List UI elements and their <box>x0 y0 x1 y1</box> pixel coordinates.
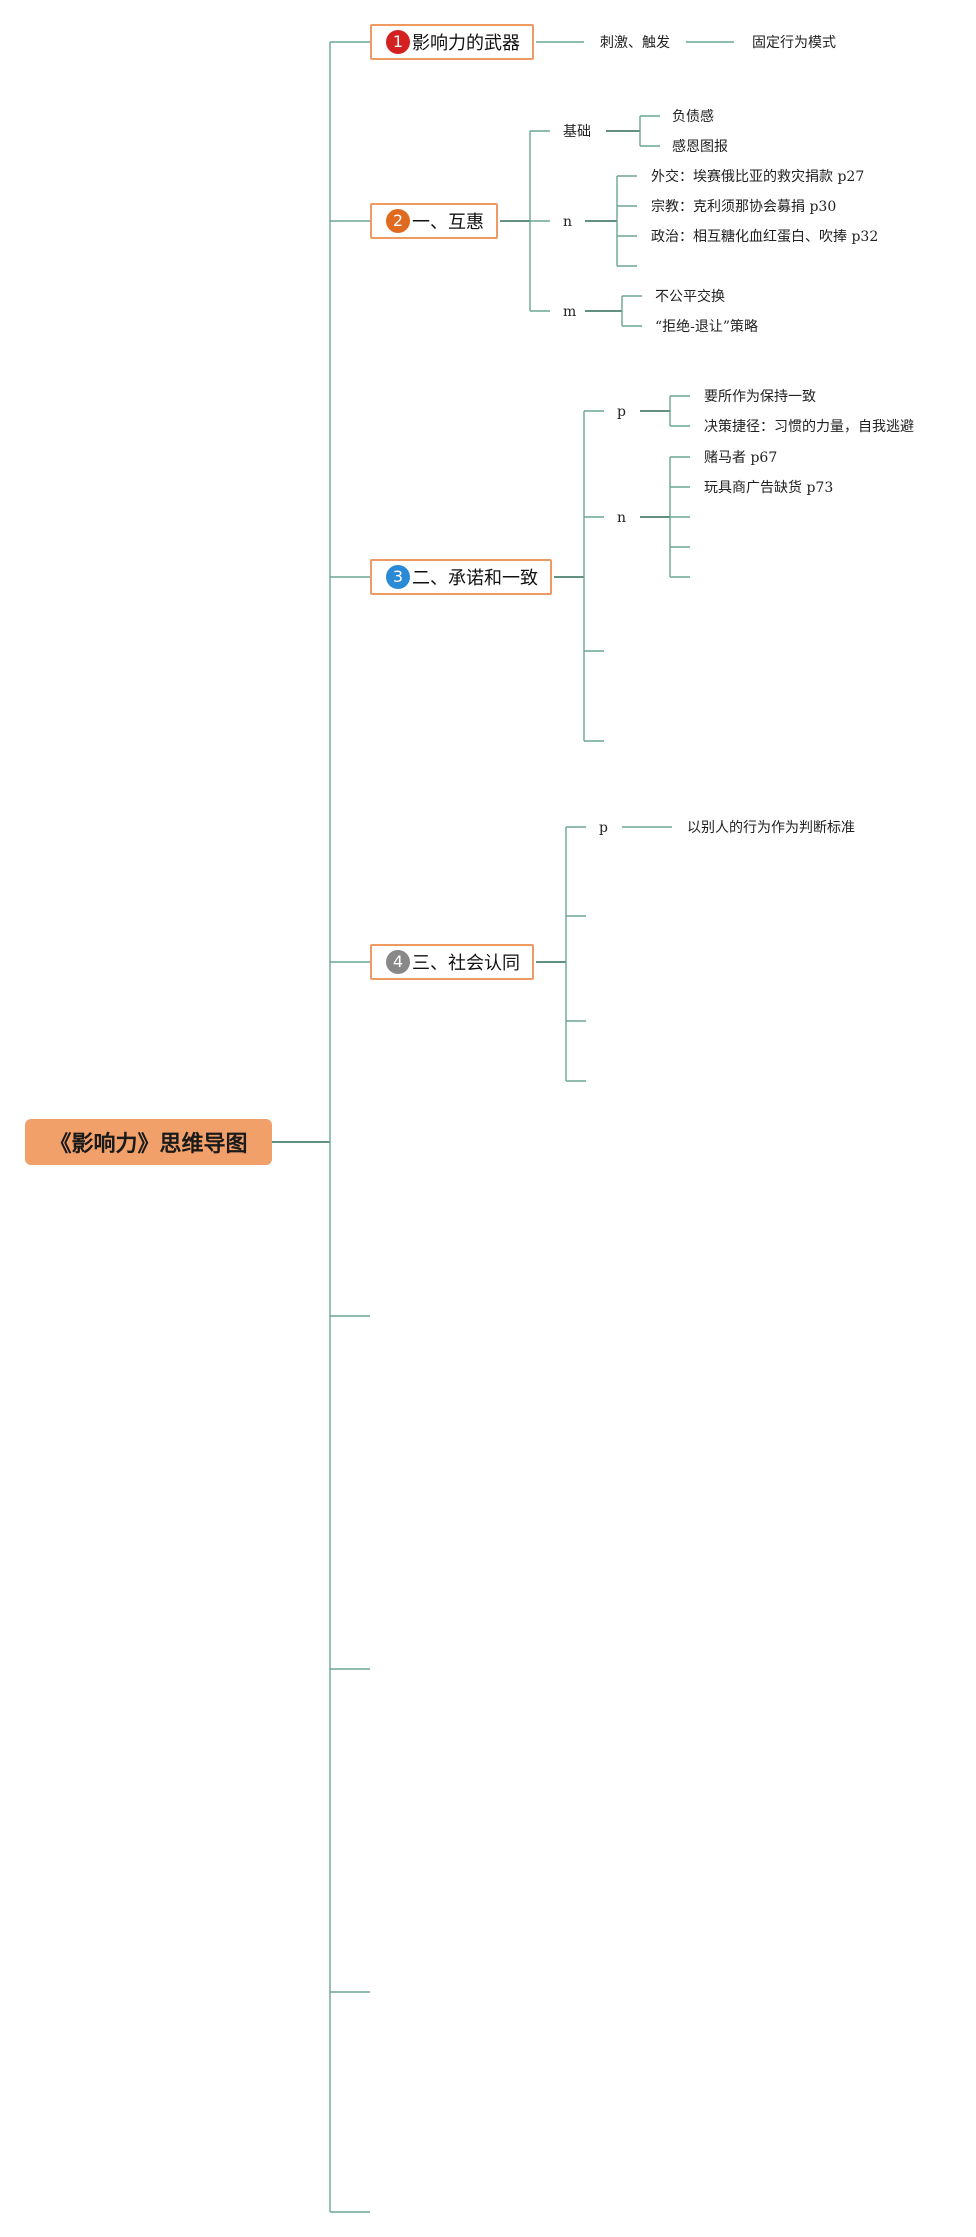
topic-p[interactable]: p <box>599 820 608 836</box>
branch-label: 影响力的武器 <box>412 33 520 54</box>
branch-number-badge: 2 <box>386 209 410 233</box>
topic-n[interactable]: n <box>617 510 627 526</box>
topic-n[interactable]: n <box>563 214 573 230</box>
root-title: 《影响力》思维导图 <box>49 1132 248 1157</box>
topic-gratitude[interactable]: 感恩图报 <box>672 139 728 155</box>
topic-p[interactable]: p <box>617 404 626 420</box>
topic-others-behavior-standard[interactable]: 以别人的行为作为判断标准 <box>687 820 855 836</box>
branch-label: 三、社会认同 <box>412 953 520 974</box>
branch-number-badge: 1 <box>386 30 410 54</box>
topic-religion[interactable]: 宗教：克利须那协会募捐 p30 <box>651 199 837 215</box>
branch-number-badge: 4 <box>386 950 410 974</box>
branch-weapons-of-influence[interactable]: 1 影响力的武器 <box>370 24 534 60</box>
topic-m[interactable]: m <box>563 304 577 320</box>
topic-toy-ad-shortage[interactable]: 玩具商广告缺货 p73 <box>704 480 834 496</box>
branch-number-badge: 3 <box>386 565 410 589</box>
topic-basis[interactable]: 基础 <box>563 124 591 140</box>
topic-diplomacy[interactable]: 外交：埃赛俄比亚的救灾捐款 p27 <box>651 169 865 185</box>
topic-gambler[interactable]: 赌马者 p67 <box>704 450 778 466</box>
topic-indebtedness[interactable]: 负债感 <box>672 109 714 125</box>
branch-label: 二、承诺和一致 <box>412 568 538 589</box>
branch-commitment-consistency[interactable]: 3 二、承诺和一致 <box>370 559 552 595</box>
root-topic[interactable]: 《影响力》思维导图 <box>25 1119 272 1165</box>
topic-stay-consistent[interactable]: 要所作为保持一致 <box>704 389 816 405</box>
topic-decision-shortcut[interactable]: 决策捷径：习惯的力量，自我逃避 <box>704 419 914 435</box>
branch-reciprocation[interactable]: 2 一、互惠 <box>370 203 498 239</box>
topic-fixed-action-pattern[interactable]: 固定行为模式 <box>752 35 836 51</box>
branch-social-proof[interactable]: 4 三、社会认同 <box>370 944 534 980</box>
topic-stimulus-trigger[interactable]: 刺激、触发 <box>600 35 670 51</box>
branch-label: 一、互惠 <box>412 212 484 233</box>
topic-unfair-exchange[interactable]: 不公平交换 <box>655 289 725 305</box>
topic-politics[interactable]: 政治：相互糖化血红蛋白、吹捧 p32 <box>651 229 879 245</box>
topic-rejection-retreat[interactable]: “拒绝-退让”策略 <box>655 319 759 335</box>
